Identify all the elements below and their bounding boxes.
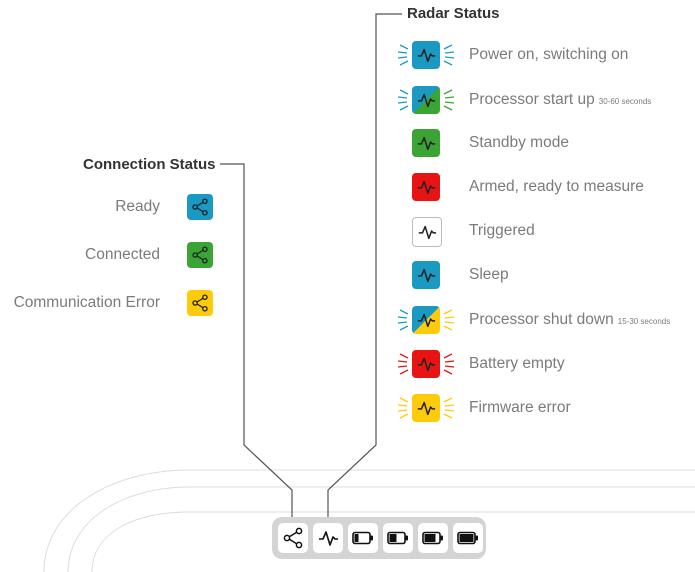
radar-status-text: Processor shut down bbox=[469, 311, 614, 328]
blink-indicator-icon bbox=[398, 397, 454, 419]
radar-status-label: Triggered bbox=[469, 222, 535, 240]
connection-status-label: Connected bbox=[85, 246, 160, 263]
radar-status-note: 30-60 seconds bbox=[598, 97, 652, 106]
battery-most-icon bbox=[422, 531, 443, 545]
radar-pulse-icon bbox=[412, 394, 440, 422]
radar-pulse-icon bbox=[412, 173, 440, 201]
share-icon bbox=[283, 527, 303, 549]
radar-pulse-icon bbox=[412, 41, 440, 69]
radar-pulse-icon bbox=[412, 217, 442, 247]
connection-button[interactable] bbox=[278, 523, 308, 553]
blink-indicator-icon bbox=[398, 89, 454, 111]
radar-status-text: Standby mode bbox=[469, 134, 569, 151]
radar-leader-line bbox=[327, 13, 402, 526]
share-icon bbox=[187, 194, 213, 220]
pulse-icon bbox=[319, 531, 338, 546]
radar-status-text: Power on, switching on bbox=[469, 46, 629, 63]
radar-status-title: Radar Status bbox=[404, 5, 503, 22]
radar-status-text: Processor start up bbox=[469, 91, 595, 108]
blink-indicator-icon bbox=[398, 309, 454, 331]
radar-status-label: Firmware error bbox=[469, 399, 571, 417]
radar-status-label: Battery empty bbox=[469, 355, 565, 373]
battery-low-icon bbox=[352, 531, 373, 545]
radar-status-label: Armed, ready to measure bbox=[469, 178, 644, 196]
radar-status-text: Armed, ready to measure bbox=[469, 178, 644, 195]
share-icon bbox=[187, 290, 213, 316]
radar-status-label: Sleep bbox=[469, 266, 509, 284]
battery-button[interactable] bbox=[348, 523, 378, 553]
battery-button[interactable] bbox=[418, 523, 448, 553]
radar-status-text: Battery empty bbox=[469, 355, 565, 372]
radar-pulse-icon bbox=[412, 129, 440, 157]
radar-status-text: Triggered bbox=[469, 222, 535, 239]
connection-status-title: Connection Status bbox=[80, 156, 219, 173]
radar-pulse-icon bbox=[412, 350, 440, 378]
radar-status-text: Sleep bbox=[469, 266, 509, 283]
radar-status-label: Power on, switching on bbox=[469, 46, 628, 64]
radar-pulse-icon bbox=[412, 86, 440, 114]
connection-leader-line bbox=[220, 163, 293, 526]
share-icon bbox=[187, 242, 213, 268]
radar-pulse-icon bbox=[412, 261, 440, 289]
radar-button[interactable] bbox=[313, 523, 343, 553]
battery-button[interactable] bbox=[383, 523, 413, 553]
blink-indicator-icon bbox=[398, 44, 454, 66]
battery-button[interactable] bbox=[453, 523, 483, 553]
radar-status-label: Standby mode bbox=[469, 134, 569, 152]
radar-status-note: 15-30 seconds bbox=[617, 317, 671, 326]
radar-pulse-icon bbox=[412, 306, 440, 334]
radar-status-text: Firmware error bbox=[469, 399, 571, 416]
connection-status-label: Communication Error bbox=[13, 294, 160, 311]
device-toolbar bbox=[272, 517, 486, 559]
battery-full-icon bbox=[457, 531, 478, 545]
connection-status-label: Ready bbox=[115, 198, 160, 215]
battery-half-icon bbox=[387, 531, 408, 545]
blink-indicator-icon bbox=[398, 353, 454, 375]
